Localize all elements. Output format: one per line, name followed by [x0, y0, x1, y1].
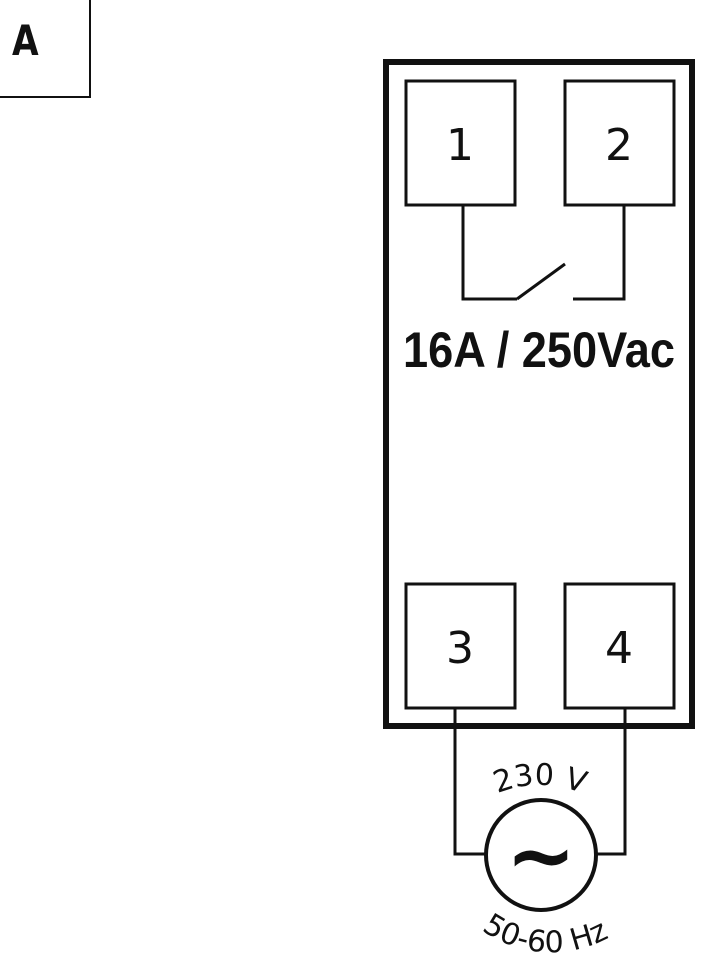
- terminal-4-label: 4: [605, 623, 633, 674]
- supply-frequency: 50-60 Hz: [477, 907, 613, 960]
- supply-voltage: 230 V: [489, 758, 591, 801]
- terminal-3-label: 3: [446, 623, 474, 674]
- supply-wire-right: [596, 708, 625, 854]
- terminal-2-label: 2: [605, 120, 633, 171]
- contact-wire-left: [463, 205, 517, 299]
- ac-wave-icon: ~: [506, 806, 576, 904]
- contact-rating: 16A / 250Vac: [403, 322, 675, 378]
- device-housing: [386, 62, 692, 726]
- terminal-1-label: 1: [446, 120, 474, 171]
- supply-wire-left: [455, 708, 486, 854]
- contact-wire-right: [573, 205, 624, 299]
- contact-switch-blade: [517, 264, 565, 299]
